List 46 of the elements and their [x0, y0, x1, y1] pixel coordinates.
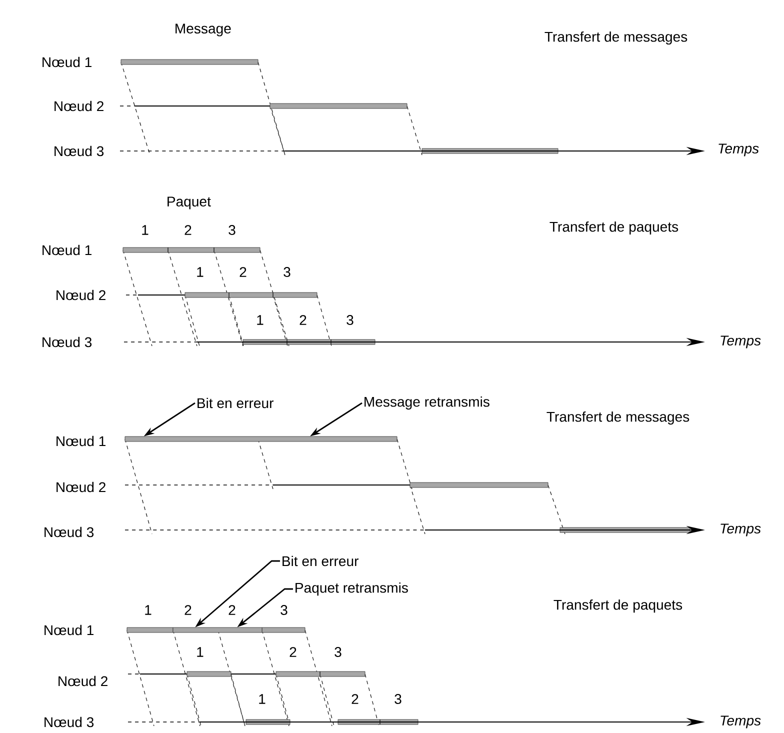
label-text: Nœud 3: [44, 716, 94, 728]
label-text: Transfert de messages: [546, 411, 690, 425]
packet-number: 2: [300, 315, 306, 325]
callout-text: Paquet retransmis: [296, 582, 408, 596]
packet-number: 1: [259, 694, 266, 704]
label-text: Nœud 2: [56, 290, 106, 300]
label-text: Nœud 1: [56, 436, 106, 446]
label-text: Transfert de paquets: [550, 221, 678, 235]
callout-text: Message retransmis: [364, 396, 490, 410]
label-text: Transfert de messages: [544, 31, 688, 45]
packet-number: 3: [346, 315, 354, 325]
packet-number: 3: [284, 267, 290, 277]
callout-text: Bit en erreur: [282, 556, 358, 566]
packet-number: 3: [334, 647, 342, 657]
packet-number: 2: [240, 267, 246, 277]
label-text: Nœud 2: [56, 482, 106, 492]
packet-number: 2: [184, 225, 192, 235]
packet-number: 1: [197, 267, 204, 277]
packet-number: 1: [142, 225, 148, 235]
axis-label: Temps: [720, 336, 761, 348]
label-text: Nœud 3: [44, 526, 94, 538]
label-text: Nœud 2: [54, 100, 104, 112]
message-bar: [124, 436, 398, 442]
packet-number: 1: [257, 315, 264, 325]
axis-label: Temps: [718, 144, 759, 156]
label-text: Nœud 3: [42, 336, 92, 348]
label-text: Nœud 1: [42, 56, 92, 68]
packet-number: 2: [184, 605, 192, 615]
packet-number: 2: [352, 694, 358, 704]
packet-number: 3: [394, 694, 402, 704]
packet-number: 3: [228, 225, 236, 235]
axis-label: Temps: [720, 716, 761, 728]
label-text: Message: [176, 24, 231, 36]
label-text: Nœud 1: [44, 624, 94, 636]
label-text: Transfert de paquets: [554, 599, 682, 613]
label-text: Nœud 1: [42, 244, 92, 256]
label-text: Nœud 2: [58, 676, 108, 686]
packet-number: 1: [197, 647, 204, 657]
axis-label: Temps: [720, 524, 761, 536]
packet-number: 2: [290, 647, 296, 657]
label-text: Nœud 3: [54, 146, 104, 156]
callout-text: Bit en erreur: [198, 398, 274, 408]
packet-number: 3: [280, 605, 288, 615]
packet-number: 1: [145, 605, 152, 615]
packet-number: 2: [228, 605, 236, 615]
label-text: Paquet: [168, 196, 211, 210]
